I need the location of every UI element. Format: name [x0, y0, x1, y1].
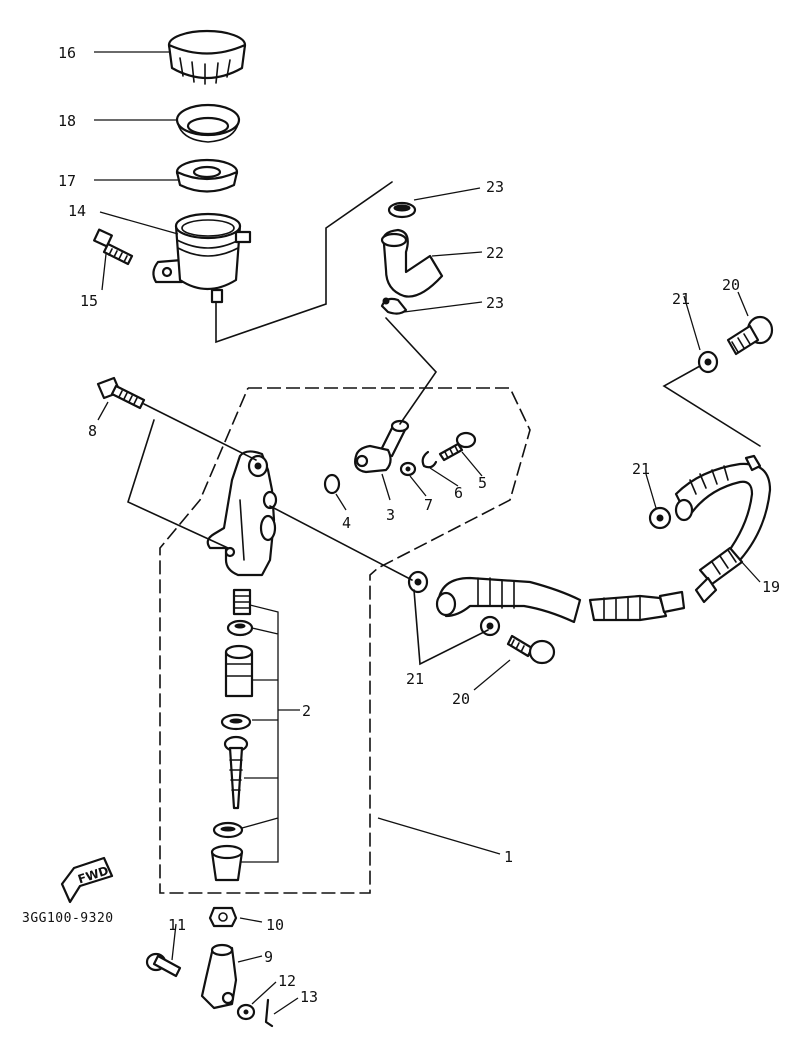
callout-9: 9 [264, 948, 273, 966]
part-4-o-ring[interactable] [323, 473, 341, 495]
part-21-washer-mid[interactable] [648, 506, 672, 530]
callout-21-bottom: 21 [406, 670, 424, 688]
callout-13: 13 [300, 988, 318, 1006]
callout-14: 14 [68, 202, 86, 220]
part-5-screw[interactable] [438, 431, 477, 462]
callout-10: 10 [266, 916, 284, 934]
piston-kit-cup-2[interactable] [220, 713, 252, 731]
callout-7: 7 [424, 496, 433, 514]
callout-15: 15 [80, 292, 98, 310]
callout-17: 17 [58, 172, 76, 190]
part-6-circlip[interactable] [421, 450, 438, 469]
callout-19: 19 [762, 578, 780, 596]
part-16-reservoir-cap[interactable] [167, 29, 247, 85]
part-14-reservoir-tank[interactable] [152, 212, 252, 304]
callout-3: 3 [386, 506, 395, 524]
part-19-brake-hose[interactable] [435, 454, 772, 624]
part-17-diaphragm-plate[interactable] [175, 158, 239, 193]
connector-bolt8 [127, 403, 257, 549]
assembly-outline [159, 387, 531, 894]
callout-21-mid: 21 [632, 460, 650, 478]
master-cylinder-body[interactable] [206, 450, 278, 577]
callout-23-upper: 23 [486, 178, 504, 196]
callout-6: 6 [454, 484, 463, 502]
part-11-pin[interactable] [145, 952, 182, 978]
piston-kit-cup-1[interactable] [226, 619, 254, 637]
connector-hose-union [385, 317, 438, 425]
part-12-washer[interactable] [236, 1003, 256, 1021]
callout-22: 22 [486, 244, 504, 262]
part-21-washer-top[interactable] [697, 350, 719, 374]
part-10-nut[interactable] [208, 906, 238, 928]
part-15-screw[interactable] [93, 228, 134, 266]
part-23-clip-upper[interactable] [387, 201, 417, 219]
part-8-bolt[interactable] [96, 376, 146, 410]
callout-12: 12 [278, 972, 296, 990]
callout-11: 11 [168, 916, 186, 934]
piston-kit-push-rod[interactable] [223, 735, 249, 810]
part-3-hose-joint[interactable] [354, 419, 410, 474]
connector-washer-bolt [413, 589, 489, 666]
part-7-washer[interactable] [399, 461, 417, 477]
callout-16: 16 [58, 44, 76, 62]
callout-5: 5 [478, 474, 487, 492]
callout-20-bottom: 20 [452, 690, 470, 708]
part-20-union-bolt-top[interactable] [726, 315, 774, 356]
callout-23-lower: 23 [486, 294, 504, 312]
part-13-cotter-pin[interactable] [264, 998, 274, 1028]
piston-kit-boot[interactable] [210, 844, 244, 882]
callout-2: 2 [302, 702, 311, 720]
callout-4: 4 [342, 514, 351, 532]
part-23-clip-lower[interactable] [380, 297, 408, 315]
connector-body-washer [269, 505, 413, 581]
fwd-arrow-icon: FWD [60, 856, 114, 904]
part-9-clevis[interactable] [200, 943, 238, 1010]
connector-reservoir-hose [215, 181, 393, 344]
piston-kit-piston[interactable] [224, 644, 254, 698]
leader-lines [94, 51, 761, 1015]
part-18-diaphragm[interactable] [175, 103, 241, 143]
callout-20-top: 20 [722, 276, 740, 294]
part-20-union-bolt-bottom[interactable] [506, 634, 556, 665]
diagram-code: 3GG100-9320 [22, 911, 114, 926]
connector-hose-top [662, 365, 761, 447]
callout-8: 8 [88, 422, 97, 440]
part-22-reservoir-hose[interactable] [380, 228, 444, 298]
callout-21-top: 21 [672, 290, 690, 308]
callout-18: 18 [58, 112, 76, 130]
piston-kit-spring[interactable] [232, 588, 252, 616]
part-21-washer-left[interactable] [407, 570, 429, 594]
bracket-part-2 [240, 604, 279, 863]
piston-kit-circlip[interactable] [212, 821, 244, 839]
callout-1: 1 [504, 848, 513, 866]
